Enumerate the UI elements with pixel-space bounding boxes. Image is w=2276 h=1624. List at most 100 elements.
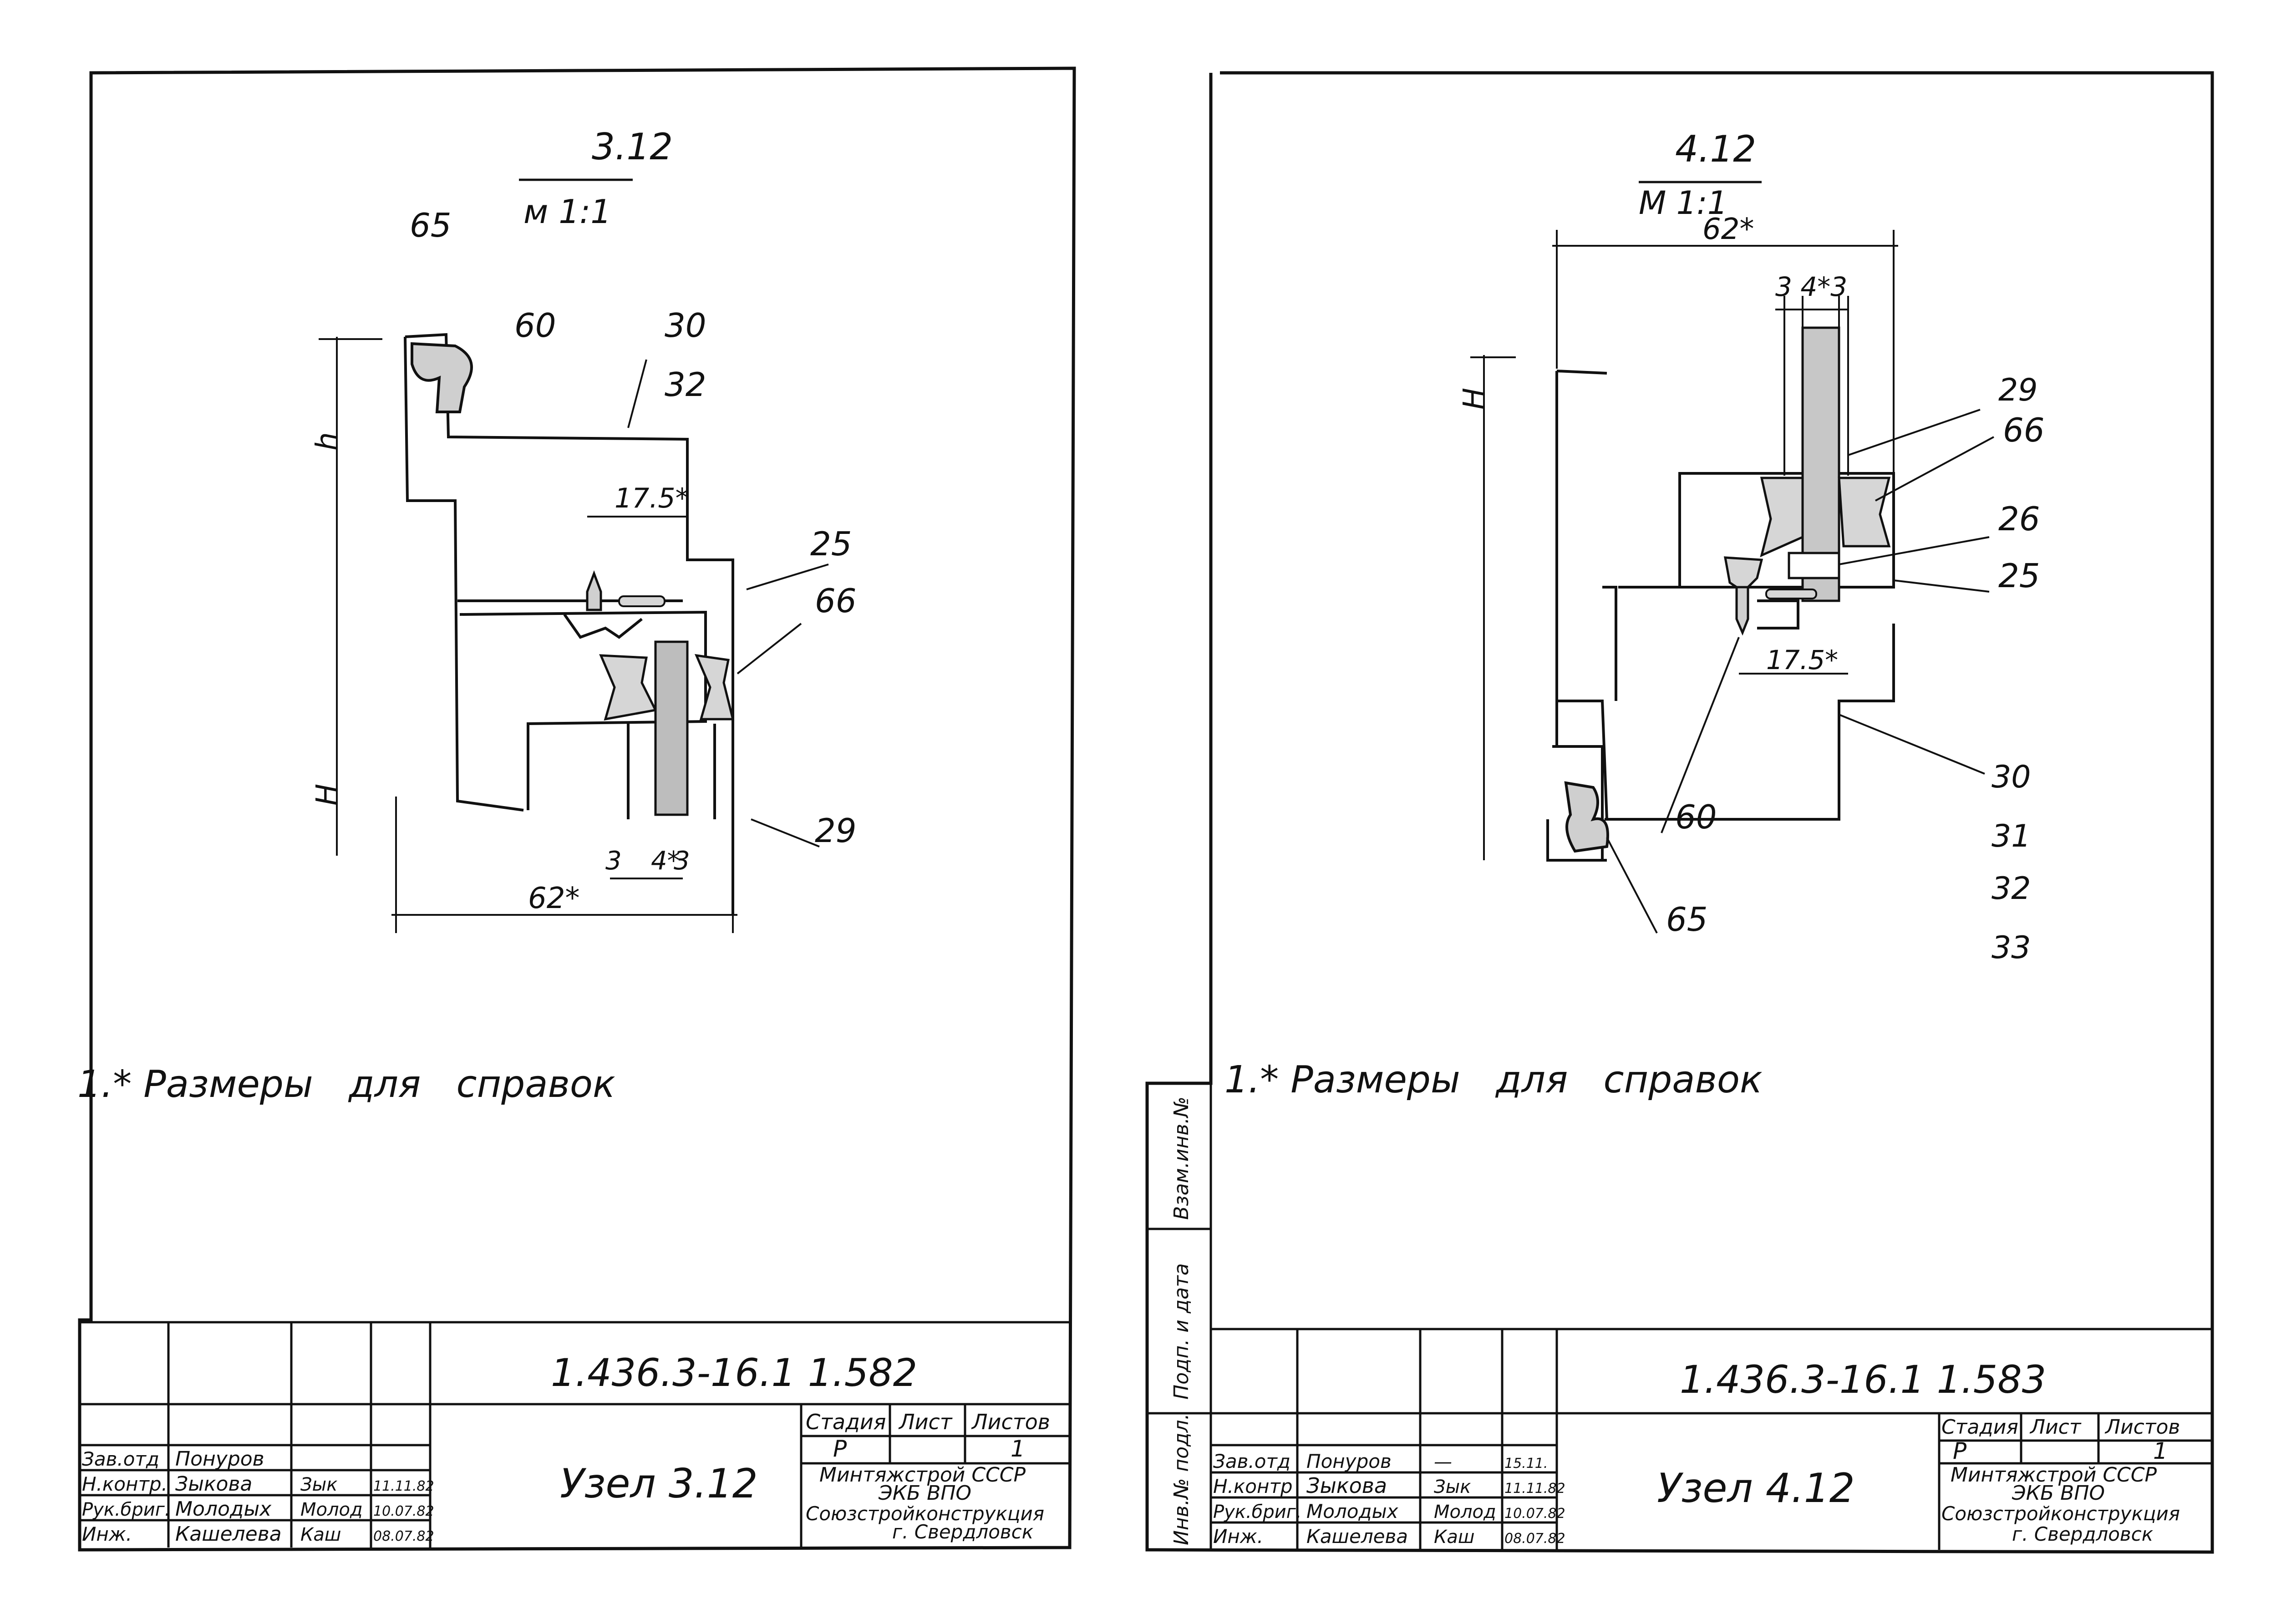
right-callout-26: 26 [1998,500,2040,538]
right-outer-profile [1555,371,1895,821]
left-sheet-title: Узел 3.12 [560,1460,758,1507]
right-callout-32: 32 [1992,871,2031,907]
left-sash-profile [404,336,524,812]
right-sheet-title: Узел 4.12 [1657,1465,1855,1512]
right-callout-33: 33 [1992,930,2031,966]
left-inner-box [459,610,707,810]
right-margin-label-2: Подп. и дата [1170,1263,1193,1400]
right-callout-31: 31 [1992,818,2031,854]
left-gasket-66b [694,654,735,721]
left-dim-h: h [310,432,344,451]
right-sheets-header: Листов [2104,1416,2180,1439]
right-gasket-66b [1838,477,1891,548]
right-callout-60: 60 [1675,798,1717,836]
left-sheets-header: Листов [971,1410,1050,1434]
left-sheet-header: Лист [898,1410,953,1434]
left-callout-32: 32 [665,365,706,404]
right-dim-H: H [1458,388,1491,410]
right-row-2-name: Зыкова [1306,1473,1387,1498]
left-row-1-name: Понуров [175,1447,264,1471]
left-dimensions [319,337,829,933]
right-dim-175: 17.5* [1766,645,1838,675]
left-leader-25 [746,563,829,590]
left-title-block [80,1321,1070,1548]
right-row-3-sign: Молод [1434,1502,1496,1522]
left-leader-29 [751,818,820,848]
left-dim-3b: 3 [674,846,690,876]
right-row-3-date: 10.07.82 [1504,1506,1565,1522]
right-row-4-sign: Каш [1434,1527,1475,1548]
right-row-1-name: Понуров [1306,1450,1392,1472]
right-detail-geometry [1546,326,1895,862]
left-row-3-role: Рук.бриг. [82,1499,170,1520]
left-node-scale: м 1:1 [523,193,611,231]
left-row-4-sign: Каш [300,1524,341,1545]
left-lock-profile [563,614,643,639]
left-callout-30: 30 [665,306,706,345]
right-callout-65: 65 [1666,900,1708,939]
right-row-1-sign: — [1434,1451,1452,1472]
right-margin-label-3: Инв.№ подл. [1170,1413,1193,1545]
left-glass [654,640,689,816]
left-row-2-name: Зыкова [175,1472,252,1496]
left-row-1-role: Зав.отд [82,1448,159,1470]
left-callout-29: 29 [815,812,857,850]
left-note: 1.* Размеры для справок [77,1063,615,1106]
right-stage-header: Стадия [1941,1416,2018,1439]
left-gasket-65 [411,342,473,413]
right-callout-25: 25 [1998,557,2040,595]
left-stage-value: Р [833,1436,847,1462]
right-node-scale: М 1:1 [1639,184,1727,222]
left-row-4-role: Инж. [82,1523,132,1545]
left-row-2-role: Н.контр. [82,1473,168,1495]
right-doc-number: 1.436.3-16.1 1.583 [1680,1357,2046,1402]
left-frame [78,66,1076,1552]
left-org-2: ЭКБ ВПО [878,1482,971,1505]
right-gasket-66a [1760,477,1804,558]
left-row-2-sign: Зык [300,1474,337,1495]
right-sheets-value: 1 [2153,1438,2168,1464]
right-sheet: Взам.инв.№ Подп. и дата Инв.№ подл. 4.12… [1145,71,2214,1554]
left-clip [586,570,602,611]
right-row-4-name: Кашелева [1306,1525,1408,1548]
right-org-4: г. Свердловск [2012,1523,2154,1545]
right-row-4-role: Инж. [1213,1525,1263,1548]
left-dim-H: H [310,784,344,806]
right-margin-label-1: Взам.инв.№ [1170,1096,1193,1220]
right-pin [1735,586,1749,636]
left-dim-62: 62* [528,882,579,915]
left-gasket-66a [599,654,657,721]
left-callout-66: 66 [815,582,857,620]
right-title-block [1211,1328,2212,1550]
left-sheets-value: 1 [1011,1436,1025,1462]
right-sheet-header: Лист [2029,1416,2082,1439]
left-org-3: Союзстройконструкция [806,1502,1044,1525]
left-bead [618,595,666,607]
right-clip [1723,556,1763,594]
right-gasket-65 [1564,781,1609,853]
right-callout-29: 29 [1998,372,2038,408]
left-row-4-name: Кашелева [175,1522,282,1546]
right-row-1-date: 15.11. [1504,1456,1548,1472]
right-row-4-date: 08.07.82 [1504,1531,1565,1547]
right-callout-30: 30 [1992,759,2031,795]
right-stage-value: Р [1953,1438,1967,1464]
left-label-65: 65 [410,206,452,244]
left-leader-66 [737,623,802,675]
left-row-3-date: 10.07.82 [373,1503,434,1519]
right-dim-343: 3 4*3 [1775,271,1847,302]
right-bead [1765,589,1817,599]
right-row-3-role: Рук.бриг. [1213,1502,1301,1522]
left-row-3-sign: Молод [300,1499,363,1520]
right-dimensions [1470,230,1994,934]
left-node-number: 3.12 [592,126,673,168]
left-frame-profile [405,333,734,915]
right-dim-62: 62* [1702,213,1754,246]
left-stage-header: Стадия [806,1410,886,1434]
right-org-1: Минтяжстрой СССР [1951,1463,2157,1487]
left-sheet: 3.12 м 1:1 65 [77,66,1076,1552]
left-row-4-date: 08.07.82 [373,1528,434,1544]
right-row-1-role: Зав.отд [1213,1450,1290,1472]
left-leader-30 [627,359,647,428]
